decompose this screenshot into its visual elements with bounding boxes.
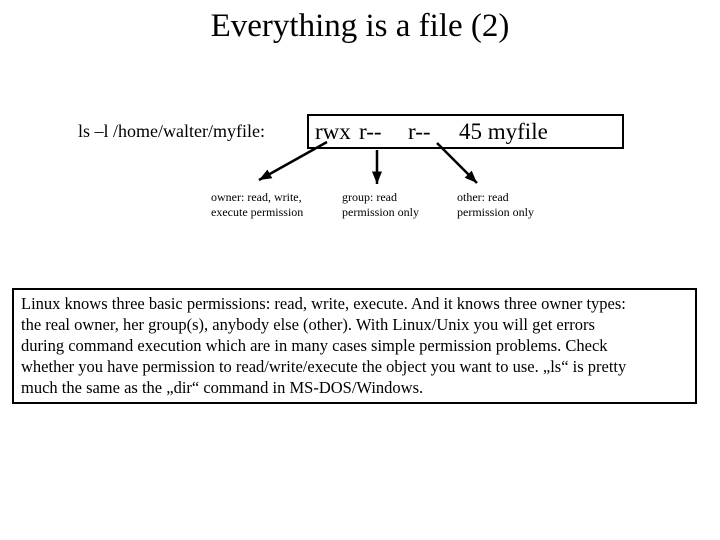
command-label: ls –l /home/walter/myfile: xyxy=(78,121,265,141)
other-annotation: other: read permission only xyxy=(457,190,534,220)
group-annotation-line1: group: read xyxy=(342,190,397,204)
other-arrow xyxy=(436,142,478,184)
group-permissions-value: r-- xyxy=(359,119,382,144)
other-annotation-line2: permission only xyxy=(457,205,534,219)
permissions-box: rwx r-- r-- 45 myfile xyxy=(307,114,624,149)
file-size-and-name: 45 myfile xyxy=(459,119,548,144)
note-line: during command execution which are in ma… xyxy=(21,336,608,355)
owner-annotation: owner: read, write, execute permission xyxy=(211,190,303,220)
owner-permissions-value: rwx xyxy=(315,119,351,144)
group-annotation: group: read permission only xyxy=(342,190,419,220)
other-annotation-line1: other: read xyxy=(457,190,509,204)
slide-title: Everything is a file (2) xyxy=(210,8,510,44)
group-annotation-line2: permission only xyxy=(342,205,419,219)
other-permissions-value: r-- xyxy=(408,119,431,144)
note-line: the real owner, her group(s), anybody el… xyxy=(21,315,595,334)
note-line: Linux knows three basic permissions: rea… xyxy=(21,294,626,313)
owner-annotation-line2: execute permission xyxy=(211,205,304,219)
explanation-note-box: Linux knows three basic permissions: rea… xyxy=(12,288,697,404)
owner-annotation-line1: owner: read, write, xyxy=(211,190,302,204)
note-line: whether you have permission to read/writ… xyxy=(21,357,627,376)
note-line: much the same as the „dir“ command in MS… xyxy=(21,378,424,397)
